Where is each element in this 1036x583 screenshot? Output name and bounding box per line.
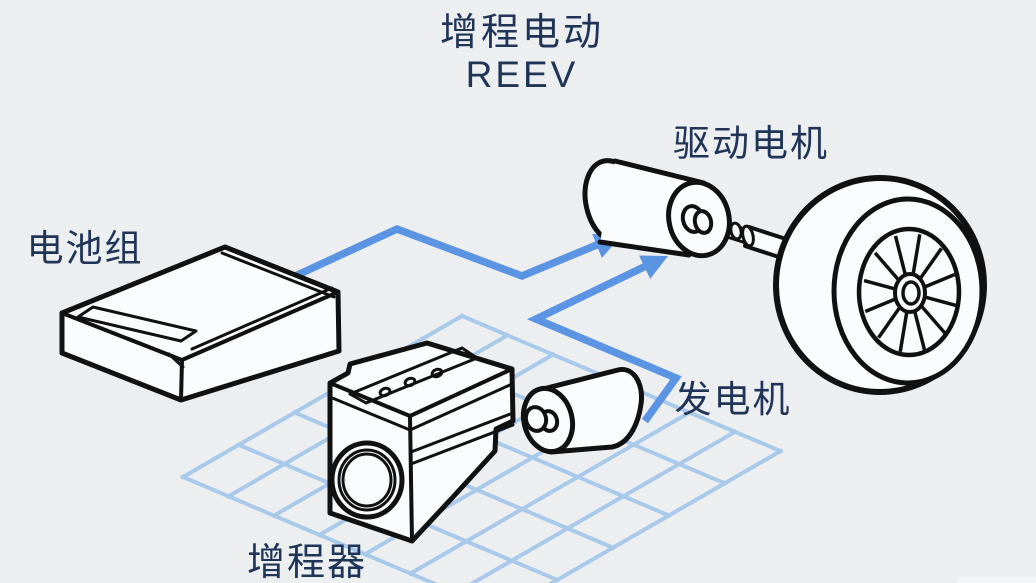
flow-arrow-generator-to-motor	[526, 255, 682, 424]
flow-arrow-battery-to-motor	[291, 224, 621, 281]
wheel-spoke	[898, 311, 909, 352]
wheel-spoke	[873, 251, 901, 282]
grid-line	[468, 429, 738, 583]
watermark-sliver	[958, 577, 1036, 583]
wheel-spoke	[912, 310, 927, 351]
grid-line	[180, 474, 439, 583]
grid-line	[547, 448, 784, 583]
wheel-spokes	[863, 234, 957, 352]
wheel-spoke	[893, 235, 908, 276]
wheel-spoke	[918, 247, 943, 280]
generator-drawing	[520, 367, 645, 455]
range-extender-drawing	[327, 340, 516, 544]
grid-line	[180, 313, 465, 480]
generator-label: 发电机	[675, 379, 792, 420]
diagram-subtitle: REEV	[466, 54, 579, 95]
wheel-spoke	[863, 278, 896, 291]
range-extender-label: 增程器	[247, 542, 367, 583]
wheel-spoke	[924, 295, 957, 308]
drive-motor-drawing	[582, 158, 791, 261]
wheel-spoke	[923, 272, 956, 289]
wheel-spoke	[919, 304, 947, 335]
grid-line	[407, 409, 693, 577]
drive-motor-label: 驱动电机	[673, 123, 829, 164]
diagram-title: 增程电动	[440, 12, 604, 54]
wheel-spoke	[911, 234, 922, 275]
battery-pack-drawing	[59, 244, 342, 403]
battery-label: 电池组	[27, 228, 144, 269]
wheel-drawing	[773, 175, 987, 395]
wheel-spoke	[877, 306, 902, 339]
wheel-spoke	[864, 297, 897, 314]
